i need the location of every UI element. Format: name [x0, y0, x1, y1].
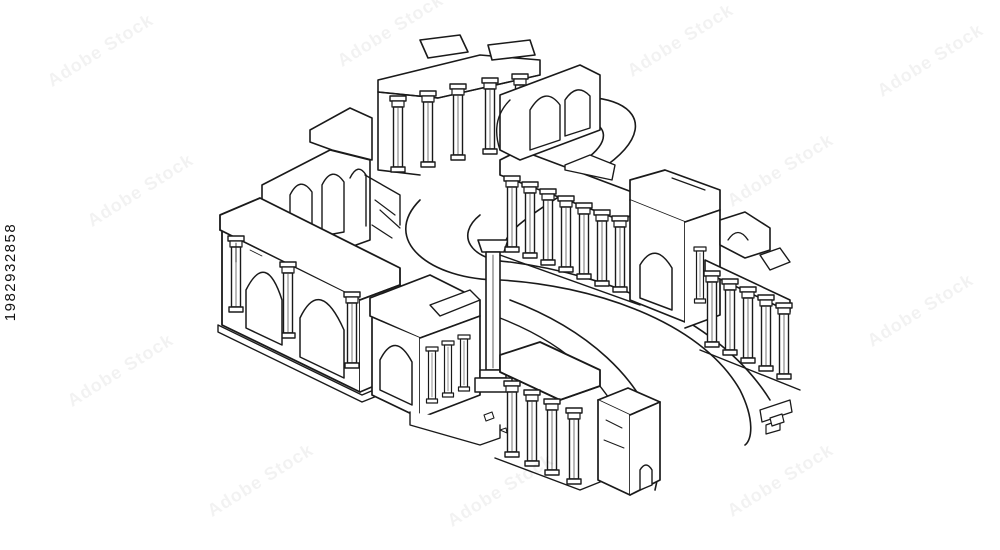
rear-temple-block: [377, 34, 541, 176]
upper-right-arch: [496, 64, 601, 161]
right-gate-block: [629, 169, 721, 329]
front-center-colonnade: [494, 341, 606, 491]
far-right-colonnade: [699, 211, 801, 435]
front-right-block: [597, 387, 661, 496]
center-arch-block: [369, 274, 501, 446]
image-id-label: 1982932858: [2, 222, 19, 322]
